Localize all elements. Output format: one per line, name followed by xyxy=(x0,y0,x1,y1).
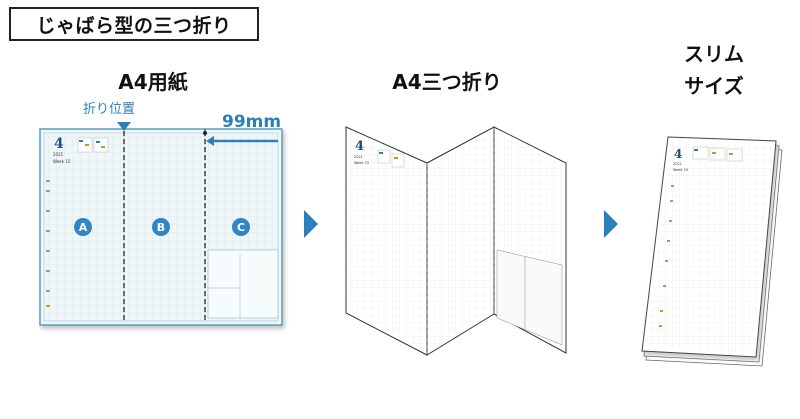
slim-week: Week 15 xyxy=(673,168,688,172)
a4-sheet: 4 2021 Week 15 xyxy=(39,122,283,326)
slim-year: 2021 xyxy=(673,162,682,166)
section-c-badge xyxy=(232,218,250,236)
section-a-letter: A xyxy=(79,221,88,234)
a4-paper-label: A4用紙 xyxy=(118,70,188,94)
slim-month-number: 4 xyxy=(674,147,682,161)
fold-position-label: 折り位置 xyxy=(83,102,136,117)
trifold-week: Week 15 xyxy=(354,161,369,165)
section-a-badge xyxy=(74,218,92,236)
trifold-mini-calendar-icon xyxy=(377,149,405,168)
section-b-badge xyxy=(152,218,170,236)
next-step-arrow-icon-2 xyxy=(604,210,618,238)
slim-size-label-line2: サイズ xyxy=(684,74,744,98)
a4-year: 2021 xyxy=(53,152,64,157)
section-c-letter: C xyxy=(237,221,245,234)
a4-trifold-label: A4三つ折り xyxy=(392,70,502,94)
fold-marker-triangle-icon xyxy=(117,122,131,131)
section-b-letter: B xyxy=(157,221,165,234)
diagram-title: じゃばら型の三つ折り xyxy=(9,7,259,41)
a4-month-number: 4 xyxy=(54,136,64,152)
dimension-arrowhead-icon xyxy=(206,136,214,146)
trifold-month-number: 4 xyxy=(355,139,364,154)
a4-mini-calendar-icon xyxy=(77,137,109,153)
width-99mm-label: 99mm xyxy=(222,112,282,132)
slim-mini-calendar-icon xyxy=(692,146,743,162)
slim-size-stack: 4 2021 Week 15 xyxy=(641,136,783,367)
next-step-arrow-icon xyxy=(304,210,318,238)
a4-week: Week 15 xyxy=(53,159,71,164)
slim-size-label-line1: スリム xyxy=(684,42,744,66)
trifold-year: 2021 xyxy=(354,155,363,159)
trifold-sheet: 4 2021 Week 15 xyxy=(345,126,567,356)
